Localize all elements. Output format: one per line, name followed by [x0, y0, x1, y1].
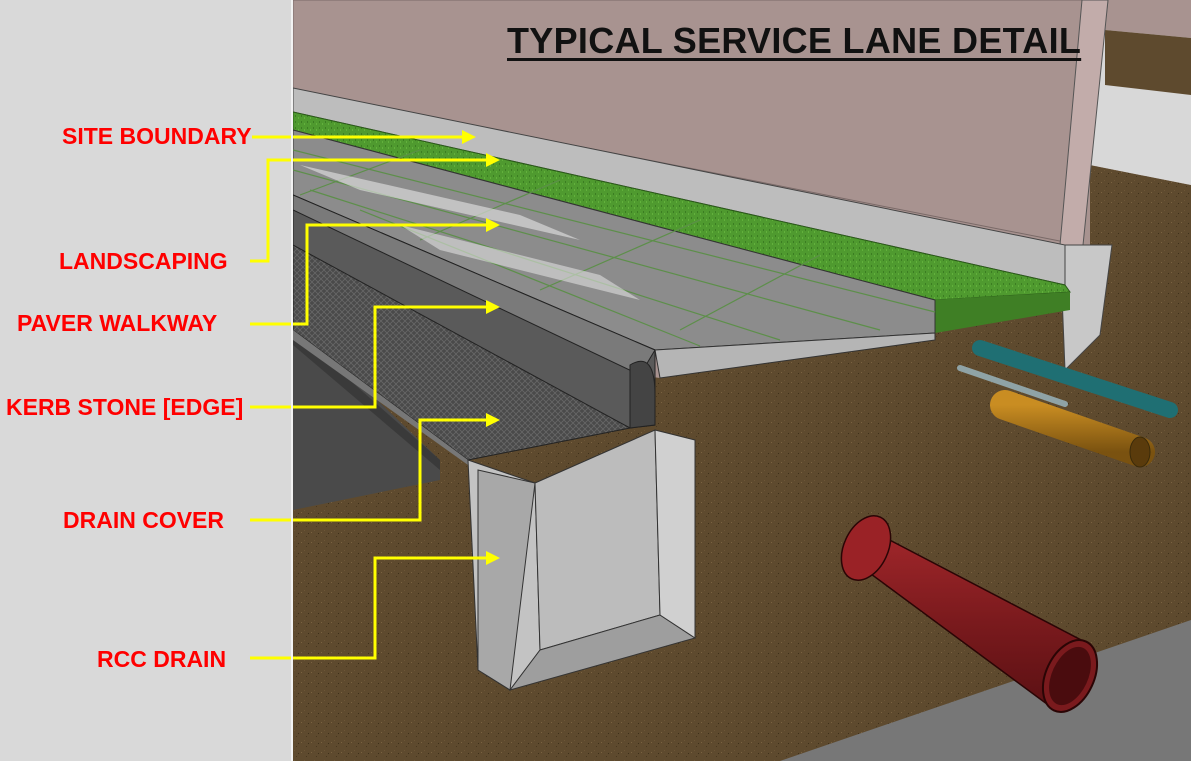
label-paver-walkway: PAVER WALKWAY: [17, 310, 218, 336]
label-rcc-drain: RCC DRAIN: [97, 646, 227, 672]
label-site-boundary: SITE BOUNDARY: [62, 123, 252, 149]
label-landscaping: LANDSCAPING: [59, 248, 228, 274]
utility-pipes: [957, 340, 1178, 468]
boundary-plinth: [1059, 244, 1113, 372]
leader-drain-cover: [250, 418, 492, 522]
soil-back: [1090, 165, 1191, 330]
diagram-title: TYPICAL SERVICE LANE DETAIL: [507, 20, 1082, 61]
rcc-drain-right-wall: [654, 429, 696, 639]
storm-pipe: [840, 515, 1099, 713]
label-kerb-stone: KERB STONE [EDGE]: [6, 394, 244, 420]
leader-landscaping: [250, 158, 492, 263]
label-drain-cover: DRAIN COVER: [63, 507, 225, 533]
leader-lines: [250, 135, 492, 660]
label-sidebar: [0, 0, 291, 761]
leader-rcc-drain: [250, 556, 492, 660]
leader-paver-walkway: [250, 223, 492, 326]
sidebar-divider: [291, 0, 293, 761]
leader-arrowheads: [462, 130, 500, 565]
leader-kerb-stone: [250, 305, 492, 409]
